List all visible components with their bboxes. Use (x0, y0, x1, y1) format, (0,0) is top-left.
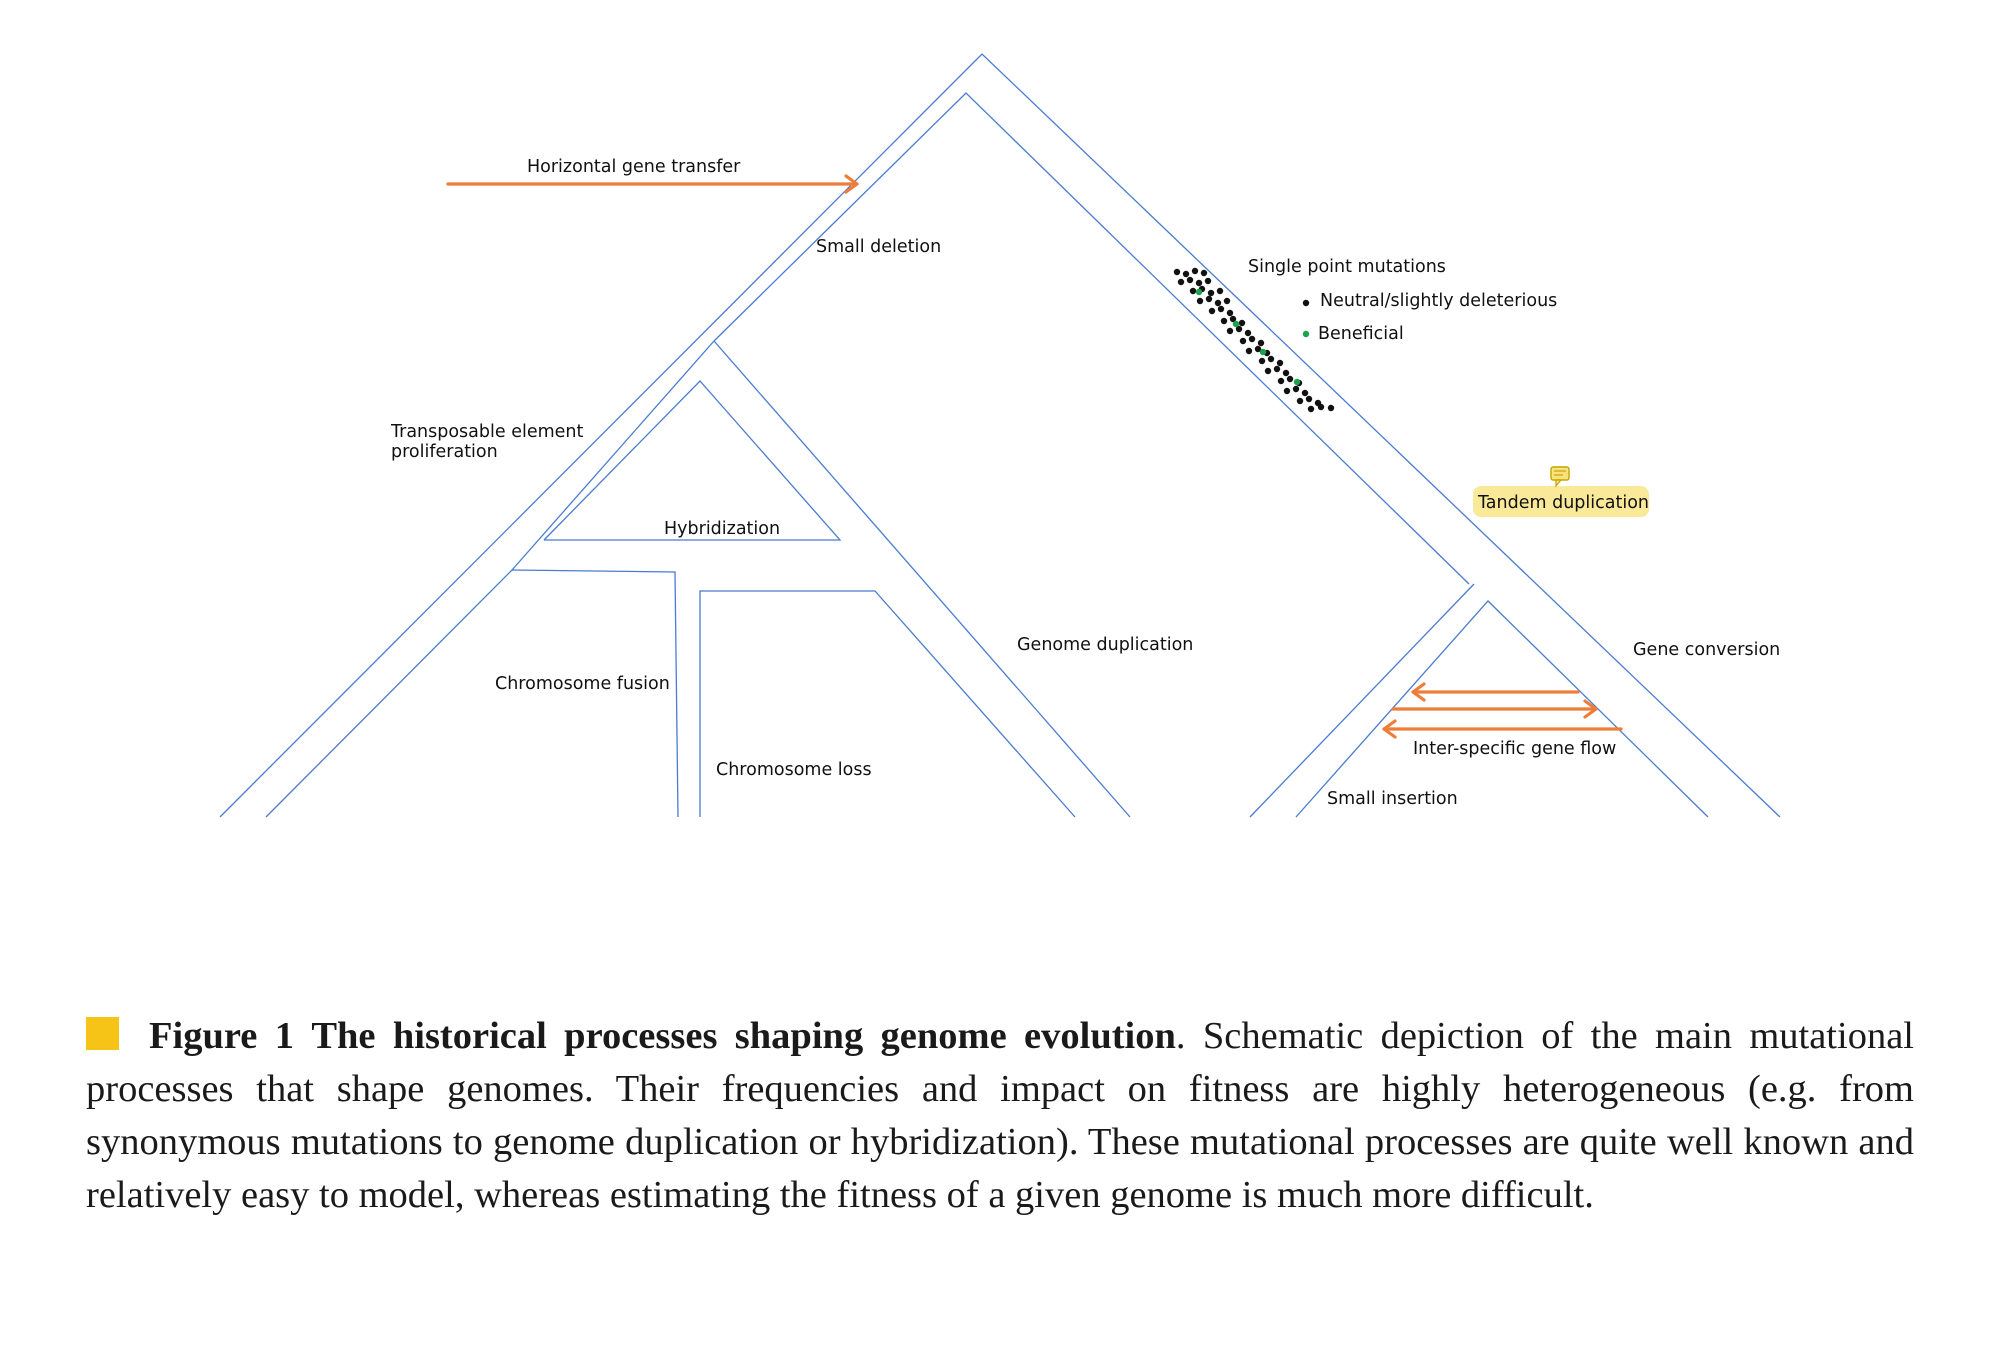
neutral-mutation-dot (1229, 315, 1237, 323)
neutral-mutation-dot (1267, 355, 1275, 363)
neutral-mutation-dot (1226, 309, 1234, 317)
label-gene-conversion: Gene conversion (1633, 640, 1780, 660)
inner-main-branch-edge (265, 569, 514, 818)
chromosome-loss-branch (699, 590, 1076, 818)
neutral-mutation-dot (1282, 369, 1290, 377)
neutral-mutation-dot (1217, 305, 1225, 313)
label-horizontal-gene-transfer: Horizontal gene transfer (527, 157, 741, 177)
caption-figure-label: Figure 1 (149, 1015, 294, 1057)
figure-caption: Figure 1 The historical processes shapin… (86, 1010, 1914, 1222)
neutral-mutation-dot (1296, 397, 1304, 405)
gene-flow-arrows (1382, 682, 1623, 739)
neutral-mutation-dot (1283, 387, 1291, 395)
neutral-mutation-dot (1200, 269, 1208, 277)
label-chromosome-fusion: Chromosome fusion (495, 674, 670, 694)
genome-evolution-diagram: Horizontal gene transfer Small deletion … (219, 53, 1781, 818)
neutral-mutation-dot (1186, 276, 1194, 284)
neutral-mutation-dot (1195, 279, 1203, 287)
label-small-insertion: Small insertion (1327, 789, 1458, 809)
caption-title: The historical processes shaping genome … (311, 1015, 1176, 1057)
caption-marker (86, 1017, 119, 1050)
neutral-mutation-dot (1189, 287, 1197, 295)
neutral-mutation-dot (1223, 297, 1231, 305)
neutral-mutation-dot (1226, 327, 1234, 335)
neutral-mutation-dot (1258, 357, 1266, 365)
beneficial-mutation-dot (1293, 378, 1301, 386)
speech-bubble-icon[interactable] (1550, 466, 1570, 488)
neutral-mutation-dot (1216, 287, 1224, 295)
neutral-mutation-dot (1204, 277, 1212, 285)
label-tandem-duplication: Tandem duplication (1477, 493, 1649, 513)
label-genome-duplication: Genome duplication (1017, 635, 1193, 655)
label-transposable-element-1: Transposable element (390, 422, 584, 442)
label-single-point-mutations: Single point mutations (1248, 257, 1446, 277)
genome-duplication-edge (713, 340, 1131, 818)
neutral-mutation-dot (1317, 403, 1325, 411)
neutral-mutation-dot (1191, 267, 1199, 275)
neutral-mutation-dot (1205, 295, 1213, 303)
neutral-mutation-dot (1214, 299, 1222, 307)
neutral-mutation-dot (1239, 337, 1247, 345)
label-small-deletion: Small deletion (816, 237, 941, 257)
neutral-mutation-dot (1273, 365, 1281, 373)
neutral-mutation-dot (1254, 345, 1262, 353)
neutral-mutation-dot (1244, 329, 1252, 337)
neutral-mutation-dot (1245, 347, 1253, 355)
chromosome-fusion-branch (511, 569, 679, 818)
inner-deletion-branch (713, 92, 1470, 585)
left-inner-trunk (511, 340, 715, 571)
neutral-mutation-dot (1173, 268, 1181, 276)
neutral-mutation-dot (1305, 395, 1313, 403)
neutral-mutation-dot (1277, 377, 1285, 385)
beneficial-mutation-dot (1232, 320, 1240, 328)
small-insertion-inner-triangle (1295, 600, 1709, 818)
label-inter-specific-gene-flow: Inter-specific gene flow (1413, 739, 1616, 759)
label-chromosome-loss: Chromosome loss (716, 760, 872, 780)
neutral-mutation-dot (1207, 289, 1215, 297)
outer-left-branch-edge (219, 53, 1781, 818)
neutral-mutation-dot (1264, 367, 1272, 375)
label-transposable-element-2: proliferation (391, 442, 498, 462)
beneficial-mutation-dot (1259, 348, 1267, 356)
neutral-mutation-dot (1208, 307, 1216, 315)
neutral-mutation-dot (1248, 335, 1256, 343)
neutral-legend-dot (1302, 299, 1310, 307)
neutral-mutation-dot (1257, 339, 1265, 347)
neutral-mutation-dot (1182, 270, 1190, 278)
neutral-mutation-dot (1235, 325, 1243, 333)
neutral-mutation-dot (1286, 375, 1294, 383)
neutral-mutation-dot (1238, 319, 1246, 327)
beneficial-legend-dot (1302, 330, 1310, 338)
point-mutation-dots (1173, 267, 1335, 413)
neutral-mutation-dot (1177, 278, 1185, 286)
small-insertion-outer-edge (1249, 583, 1475, 818)
beneficial-mutation-dot (1195, 288, 1203, 296)
neutral-mutation-dot (1307, 405, 1315, 413)
neutral-mutation-dot (1301, 389, 1309, 397)
neutral-mutation-dot (1327, 404, 1335, 412)
neutral-mutation-dot (1196, 297, 1204, 305)
tree-branches (219, 53, 1781, 818)
label-neutral: Neutral/slightly deleterious (1320, 291, 1557, 311)
horizontal-gene-transfer-arrow (446, 174, 859, 194)
neutral-mutation-dot (1292, 385, 1300, 393)
label-hybridization: Hybridization (664, 519, 780, 539)
tandem-duplication-highlight (1473, 486, 1649, 517)
hybridization-triangle (543, 380, 842, 541)
neutral-mutation-dot (1276, 359, 1284, 367)
label-beneficial: Beneficial (1318, 324, 1404, 344)
neutral-mutation-dot (1220, 317, 1228, 325)
caption-body: . Schematic depiction of the main mutati… (86, 1015, 1914, 1216)
